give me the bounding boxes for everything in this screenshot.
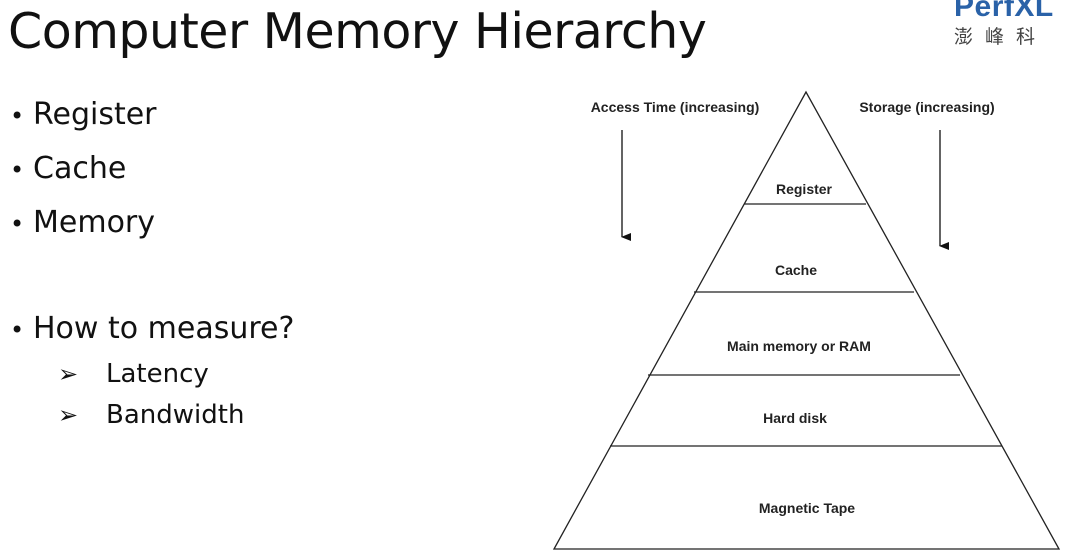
level-label-magnetic-tape: Magnetic Tape	[759, 500, 855, 516]
arrow-bullet-icon: ➢	[58, 360, 79, 388]
sub-bullet-item: ➢ Latency	[58, 358, 209, 390]
storage-label: Storage (increasing)	[859, 99, 994, 115]
sub-bullet-text: Latency	[106, 359, 209, 389]
bullet-item: • Register	[10, 97, 157, 134]
bullet-dot: •	[10, 316, 25, 344]
bullet-item: • How to measure?	[10, 311, 294, 348]
sub-bullet-item: ➢ Bandwidth	[58, 399, 244, 431]
bullet-item: • Cache	[10, 151, 126, 188]
level-label-main-memory: Main memory or RAM	[727, 338, 871, 354]
bullet-dot: •	[10, 156, 25, 184]
pyramid-outline	[552, 90, 1061, 550]
sub-bullet-text: Bandwidth	[106, 400, 245, 430]
bullet-dot: •	[10, 210, 25, 238]
bullet-text: Memory	[33, 205, 156, 240]
level-label-register: Register	[776, 181, 833, 197]
logo-cjk-text: 澎峰科	[954, 26, 1048, 48]
bullet-dot: •	[10, 102, 25, 130]
bullet-text: How to measure?	[33, 311, 295, 346]
bullet-text: Register	[33, 97, 157, 132]
access-time-label: Access Time (increasing)	[591, 99, 760, 115]
slide-title: Computer Memory Hierarchy	[8, 3, 707, 60]
perfxl-logo: PerfXL 澎峰科	[950, 0, 1074, 52]
arrow-bullet-icon: ➢	[58, 401, 79, 429]
logo-latin-text: PerfXL	[954, 0, 1054, 23]
level-label-cache: Cache	[775, 262, 817, 278]
bullet-text: Cache	[33, 151, 127, 186]
level-label-hard-disk: Hard disk	[763, 410, 827, 426]
bullet-item: • Memory	[10, 205, 155, 242]
